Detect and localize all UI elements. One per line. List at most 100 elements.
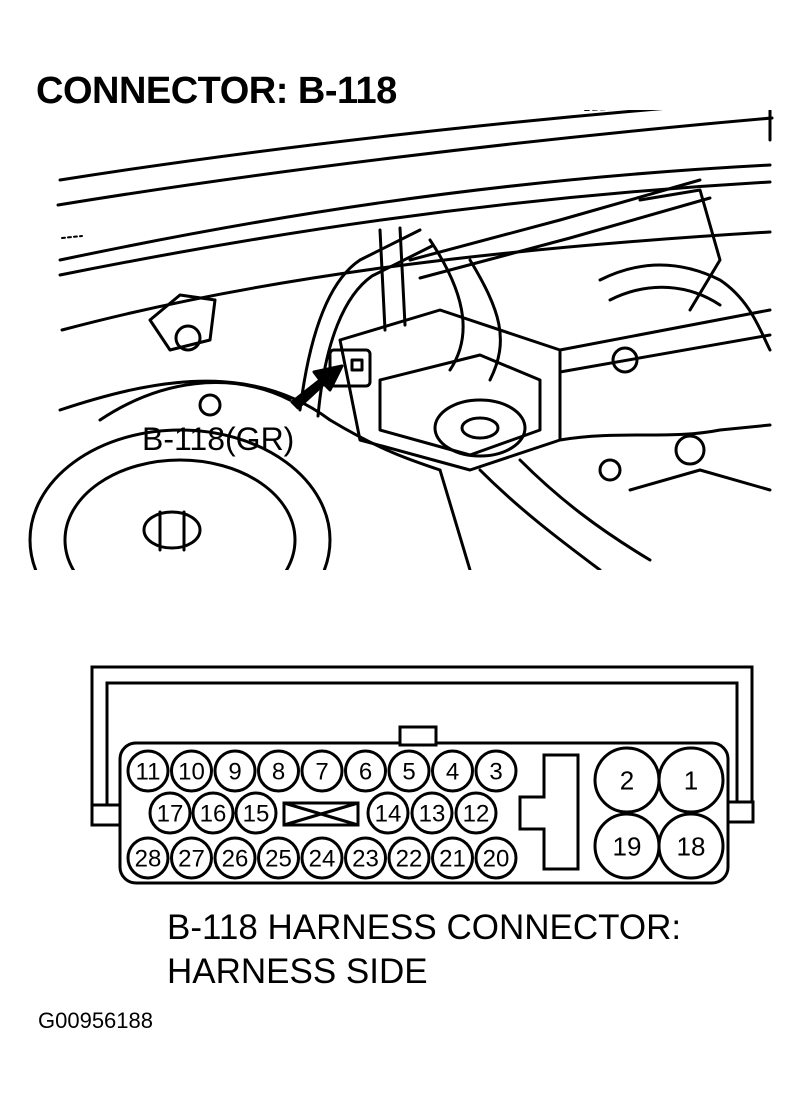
abs-unit <box>338 308 562 472</box>
cowl-line <box>58 180 772 277</box>
harness <box>438 468 472 570</box>
connector-caption: B-118 HARNESS CONNECTOR: HARNESS SIDE <box>167 906 681 994</box>
connector-shroud <box>90 665 754 805</box>
pin-number: 14 <box>375 801 402 828</box>
frame-rail <box>558 308 772 352</box>
pin-15: 15 <box>234 791 278 835</box>
pin-number: 1 <box>684 765 698 795</box>
connector-shroud-inner <box>105 681 739 805</box>
pin-number: 12 <box>463 801 490 828</box>
pin-number: 3 <box>489 759 502 786</box>
pin-22: 22 <box>387 836 431 880</box>
pin-number: 26 <box>222 846 249 873</box>
pin-2: 2 <box>593 746 661 814</box>
bolt <box>174 324 202 352</box>
pin-number: 11 <box>136 759 161 786</box>
pin-8: 8 <box>257 749 300 793</box>
pin-number: 4 <box>446 759 459 786</box>
brake-line <box>408 178 702 262</box>
caption-line-1: B-118 HARNESS CONNECTOR: <box>167 908 682 947</box>
pin-number: 8 <box>272 759 285 786</box>
pin-10: 10 <box>170 749 213 793</box>
harness <box>518 458 652 562</box>
abs-unit-face <box>378 353 542 457</box>
callout-label: B-118(GR) <box>142 421 295 457</box>
pin-number: 21 <box>439 846 466 873</box>
cowl-line <box>768 110 772 142</box>
pin-number: 28 <box>135 846 162 873</box>
pin-14: 14 <box>366 791 410 835</box>
pin-12: 12 <box>454 791 498 835</box>
fitting <box>674 434 706 466</box>
pin-3: 3 <box>474 749 518 793</box>
callout-arrow <box>290 364 344 410</box>
brake-line <box>378 228 387 332</box>
pin-25: 25 <box>257 836 300 880</box>
blank-cavity-cross <box>283 801 359 827</box>
caption-line-2: HARNESS SIDE <box>167 952 428 991</box>
engine-bay-illustration <box>28 110 774 570</box>
pin-number: 5 <box>402 759 415 786</box>
cowl-line <box>58 163 772 262</box>
pin-24: 24 <box>300 836 344 880</box>
cowl-line <box>56 116 774 207</box>
pin-number: 16 <box>200 801 227 828</box>
pin-number: 9 <box>228 759 241 786</box>
harness <box>478 468 602 570</box>
pin-number: 24 <box>309 846 336 873</box>
pin-number: 2 <box>620 765 634 795</box>
abs-pump-cap <box>433 398 527 458</box>
pin-20: 20 <box>474 836 518 880</box>
key-slot <box>518 753 580 871</box>
pin-number: 22 <box>396 846 423 873</box>
brake-line <box>468 258 502 382</box>
strut-stud <box>158 510 186 552</box>
frame-rail <box>638 188 722 312</box>
pin-number: 25 <box>265 846 292 873</box>
pin-13: 13 <box>410 791 454 835</box>
pin-19: 19 <box>593 812 661 880</box>
pin-number: 10 <box>178 759 205 786</box>
pin-6: 6 <box>344 749 387 793</box>
abs-pump-cap-inner <box>460 416 500 440</box>
pin-16: 16 <box>191 791 235 835</box>
pin-9: 9 <box>213 749 257 793</box>
pin-number: 17 <box>157 801 184 828</box>
pin-number: 27 <box>178 846 205 873</box>
harness <box>558 423 772 442</box>
pin-28: 28 <box>126 836 170 880</box>
pin-21: 21 <box>431 836 474 880</box>
pin-number: 19 <box>613 831 642 861</box>
key-tab <box>398 725 438 747</box>
hose <box>598 263 772 352</box>
strut-mount <box>142 510 202 550</box>
pin-number: 13 <box>419 801 446 828</box>
page-title: CONNECTOR: B-118 <box>36 70 397 112</box>
pin-23: 23 <box>344 836 387 880</box>
harness <box>628 468 772 492</box>
latch-tab-left <box>90 803 124 827</box>
bracket <box>148 293 217 352</box>
pin-26: 26 <box>213 836 257 880</box>
fitting <box>611 346 639 374</box>
pin-number: 23 <box>352 846 379 873</box>
fender-edge <box>98 381 292 422</box>
brake-line <box>298 228 422 412</box>
pin-4: 4 <box>431 749 474 793</box>
pin-5: 5 <box>387 749 431 793</box>
brake-line <box>418 196 712 280</box>
fitting <box>598 458 622 482</box>
strut-tower-inner <box>63 458 297 570</box>
brake-line <box>398 226 407 327</box>
pin-27: 27 <box>170 836 213 880</box>
pin-1: 1 <box>657 746 725 814</box>
cowl-line <box>60 230 772 332</box>
pin-number: 20 <box>483 846 510 873</box>
pin-number: 15 <box>243 801 270 828</box>
figure-id: G00956188 <box>38 1008 153 1033</box>
strut-tower <box>28 428 332 570</box>
pin-11: 11 <box>126 749 170 793</box>
cowl-vent <box>61 235 83 239</box>
pin-number: 7 <box>315 759 328 786</box>
